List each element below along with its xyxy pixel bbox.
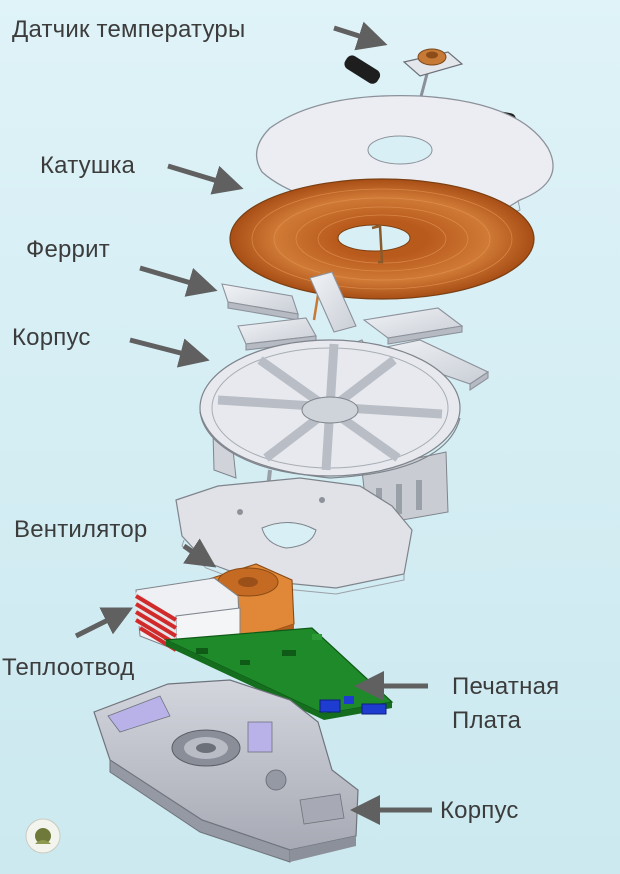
label-heatsink: Теплоотвод [2, 654, 135, 681]
arrow-housing-top [129, 337, 210, 368]
logo-icon [25, 818, 61, 854]
label-housing-bottom: Корпус [440, 797, 519, 824]
induction-coil-part [229, 178, 535, 321]
label-pcb: Печатная Плата [452, 673, 560, 734]
arrow-heatsink [74, 607, 133, 639]
housing-bottom-part [93, 679, 359, 863]
label-housing-top: Корпус [12, 324, 91, 351]
label-coil: Катушка [40, 152, 136, 179]
arrow-ferrite [139, 265, 218, 297]
arrow-temp-sensor [333, 21, 388, 51]
temperature-sensor-part [402, 48, 464, 109]
arrow-fan [182, 538, 217, 568]
label-temperature-sensor: Датчик температуры [12, 16, 246, 43]
label-fan: Вентилятор [14, 516, 148, 543]
label-ferrite: Феррит [26, 236, 110, 263]
callout-arrows [74, 21, 432, 825]
arrow-coil [167, 163, 244, 195]
